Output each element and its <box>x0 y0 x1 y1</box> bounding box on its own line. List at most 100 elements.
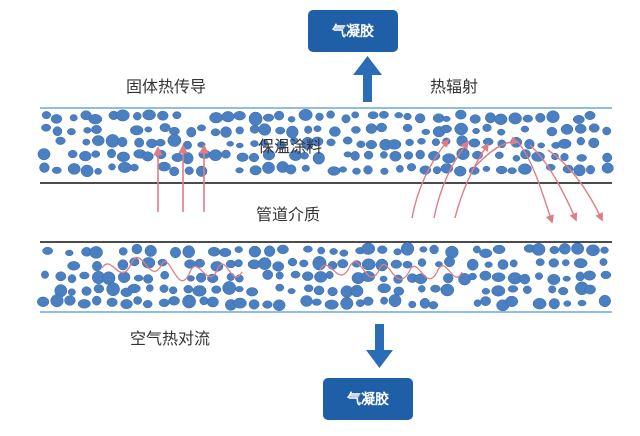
coating-particle <box>586 165 595 175</box>
coating-particle <box>88 114 103 125</box>
coating-particle <box>588 137 600 149</box>
coating-particle <box>226 272 235 281</box>
coating-particle <box>377 283 391 294</box>
coating-particle <box>535 112 546 123</box>
coating-particle <box>445 245 459 259</box>
top-coating-particles <box>37 108 614 178</box>
coating-particle <box>522 114 533 123</box>
coating-particle <box>248 111 263 126</box>
coating-particle <box>507 285 519 293</box>
coating-particle <box>208 149 223 162</box>
coating-particle <box>472 245 481 254</box>
coating-particle <box>169 126 180 136</box>
coating-particle <box>195 165 208 177</box>
coating-particle <box>350 151 360 161</box>
coating-particle <box>518 163 532 175</box>
coating-particle <box>571 242 585 255</box>
coating-particle <box>287 257 298 267</box>
coating-particle <box>220 126 232 138</box>
coating-particle <box>494 151 504 159</box>
convection-path <box>101 256 243 282</box>
coating-particle <box>600 246 609 254</box>
coating-particle <box>181 152 194 165</box>
coating-particle <box>41 111 51 120</box>
radiation-arrow <box>411 138 450 219</box>
coating-particle <box>108 163 116 171</box>
coating-particle <box>272 261 285 272</box>
coating-particle <box>602 152 613 163</box>
coating-particle <box>285 164 297 175</box>
radiation-label: 热辐射 <box>430 77 478 96</box>
coating-particle <box>211 285 222 294</box>
coating-particle <box>546 126 558 137</box>
coating-particle <box>301 164 310 172</box>
coating-particle <box>377 245 388 254</box>
coating-particle <box>226 141 234 147</box>
coating-particle <box>326 138 336 147</box>
coating-particle <box>302 271 314 281</box>
coating-particle <box>468 138 481 148</box>
coating-particle <box>414 273 428 285</box>
coating-particle <box>67 128 76 136</box>
coating-particle <box>262 161 275 174</box>
air-convection-label: 空气热对流 <box>130 329 210 348</box>
coating-particle <box>352 167 361 175</box>
coating-particle <box>118 247 128 256</box>
coating-particle <box>387 139 402 150</box>
coating-particle <box>339 249 349 257</box>
coating-particle <box>182 245 195 259</box>
coating-particle <box>560 153 569 161</box>
convection-path <box>319 261 463 280</box>
arrow-up-icon <box>353 56 382 102</box>
coating-particle <box>532 298 547 310</box>
coating-particle <box>417 258 427 267</box>
coating-particle <box>300 151 309 160</box>
coating-particle <box>50 294 64 308</box>
coating-particle <box>455 109 467 120</box>
coating-particle <box>324 299 339 310</box>
coating-particle <box>207 246 221 257</box>
coating-particle <box>157 110 169 121</box>
coating-particle <box>146 284 154 292</box>
coating-particle <box>414 113 426 124</box>
coating-particle <box>315 112 324 121</box>
coating-particle <box>444 256 455 268</box>
coating-particle <box>276 140 286 150</box>
coating-particle <box>325 271 334 279</box>
coating-particle <box>601 162 614 174</box>
coating-particle <box>206 296 219 308</box>
coating-particle <box>379 110 389 119</box>
coating-particle <box>415 149 425 160</box>
coating-particle <box>39 162 50 173</box>
coating-particle <box>338 166 347 173</box>
coating-particle <box>194 258 205 268</box>
coating-particle <box>419 246 428 253</box>
coating-particle <box>158 298 170 308</box>
coating-particle <box>311 298 322 306</box>
coating-particle <box>573 258 588 269</box>
coating-particle <box>167 134 182 147</box>
coating-particle <box>222 281 237 295</box>
coating-particle <box>159 123 171 133</box>
coating-particle <box>69 114 78 122</box>
coating-particle <box>337 259 349 269</box>
coating-particle <box>389 150 402 162</box>
coating-particle <box>562 275 571 282</box>
coating-particle <box>361 242 376 255</box>
coating-particle <box>197 124 206 132</box>
coating-particle <box>577 299 587 307</box>
coating-particle <box>169 166 180 177</box>
coating-particle <box>144 244 157 257</box>
coating-particle <box>558 243 571 255</box>
arrow-down-icon <box>366 324 393 368</box>
coating-particle <box>482 123 492 132</box>
coating-particle <box>221 149 231 159</box>
coating-particle <box>507 167 517 175</box>
top-aerogel-label: 气凝胶 <box>331 23 374 40</box>
coating-particle <box>210 128 221 137</box>
coating-particle <box>221 111 235 123</box>
coating-particle <box>454 122 468 136</box>
coating-particle <box>350 284 364 298</box>
coating-particle <box>235 167 244 174</box>
